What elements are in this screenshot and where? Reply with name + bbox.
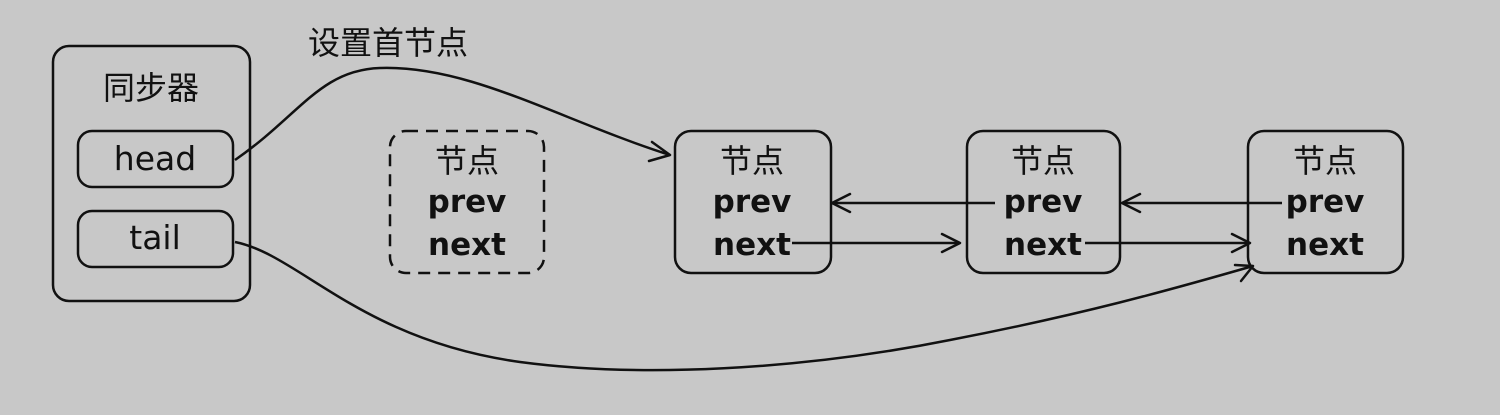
tail-to-node-3-arrow [234, 240, 1255, 372]
node-1-next: next [713, 227, 791, 263]
tail-field-label: tail [129, 218, 181, 257]
node-3-next: next [1286, 227, 1364, 263]
node-1-prev: prev [713, 184, 792, 220]
node-1: 节点 prev next [673, 129, 833, 275]
synchronizer-label: 同步器 [103, 69, 199, 107]
new-node-next: next [428, 227, 506, 263]
new-node-prev: prev [428, 184, 507, 220]
head-to-node-1-arrow [234, 66, 672, 163]
head-field-label: head [114, 139, 196, 178]
node-3-prev: prev [1286, 184, 1365, 220]
node-2-next: next [1004, 227, 1082, 263]
synchronizer-box: 同步器 head tail [51, 44, 252, 303]
caption-set-head-node: 设置首节点 [308, 24, 468, 62]
node-2-prev-to-node-1-arrow [830, 192, 995, 214]
head-field: head [76, 129, 235, 189]
tail-field: tail [76, 209, 235, 269]
new-node-label: 节点 [435, 142, 499, 180]
node-2: 节点 prev next [965, 129, 1122, 275]
node-1-next-to-node-2-arrow [792, 232, 962, 254]
node-2-label: 节点 [1011, 142, 1075, 180]
new-node-dashed: 节点 prev next [388, 129, 546, 275]
node-1-label: 节点 [720, 142, 784, 180]
node-3: 节点 prev next [1246, 129, 1405, 275]
node-3-label: 节点 [1293, 142, 1357, 180]
node-3-prev-to-node-2-arrow [1120, 192, 1282, 214]
node-2-prev: prev [1004, 184, 1083, 220]
node-2-next-to-node-3-arrow [1085, 232, 1252, 254]
